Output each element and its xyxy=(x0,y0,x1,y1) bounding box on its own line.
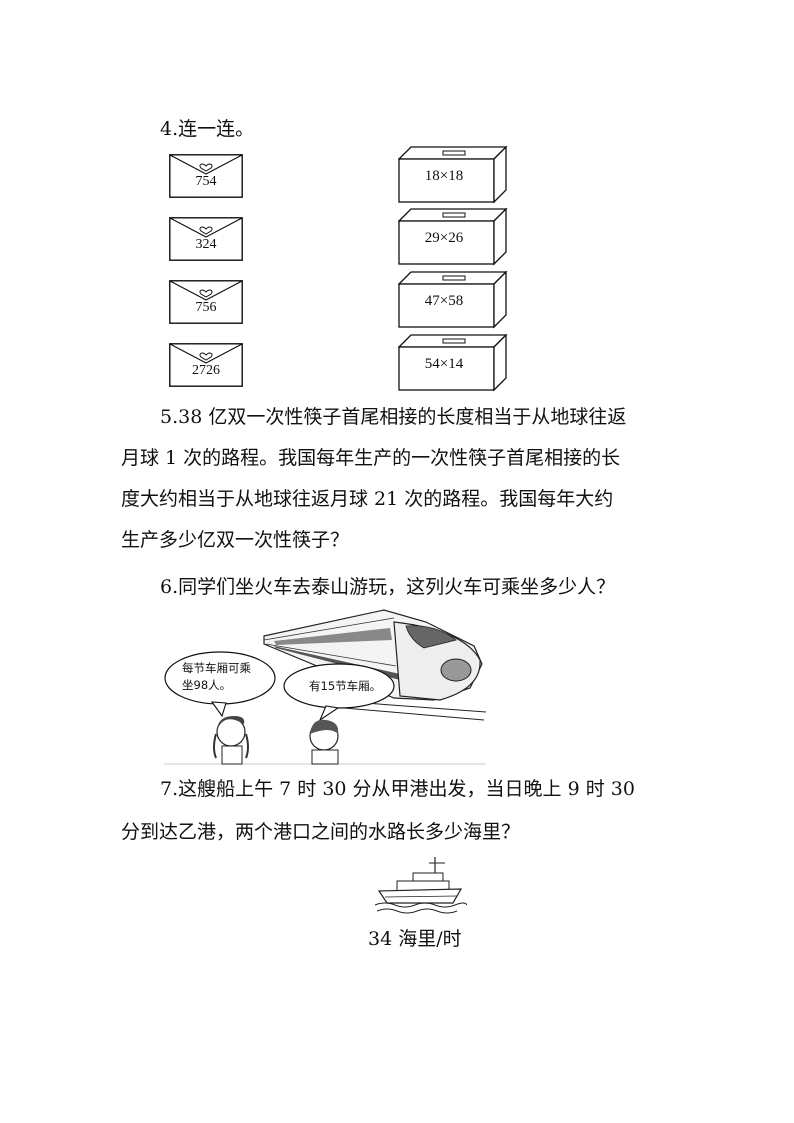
envelope-number: 756 xyxy=(195,300,217,315)
ship-speed: 34 海里/时 xyxy=(368,928,462,950)
envelope-2: 324 xyxy=(169,217,243,261)
box-4: 54×14 xyxy=(398,334,508,392)
q7-line-2: 分到达乙港，两个港口之间的水路长多少海里？ xyxy=(121,821,521,843)
ship-illustration xyxy=(373,855,468,915)
envelope-1: 754 xyxy=(169,154,243,198)
envelope-icon xyxy=(169,154,243,198)
boy-speech: 有15节车厢。 xyxy=(309,679,382,693)
envelope-number: 324 xyxy=(195,237,217,252)
box-2: 29×26 xyxy=(398,208,508,266)
envelope-number: 2726 xyxy=(192,363,220,378)
box-icon xyxy=(398,271,508,329)
envelope-4: 2726 xyxy=(169,343,243,387)
box-3: 47×58 xyxy=(398,271,508,329)
envelope-3: 756 xyxy=(169,280,243,324)
box-expression: 18×18 xyxy=(424,168,464,184)
girl-speech-line-1: 每节车厢可乘 xyxy=(182,661,251,675)
train-illustration-icon xyxy=(164,609,487,765)
box-1: 18×18 xyxy=(398,146,508,204)
ship-icon xyxy=(374,857,468,914)
envelope-number: 754 xyxy=(195,174,217,189)
q5-line-2: 月球 1 次的路程。我国每年生产的一次性筷子首尾相接的长 xyxy=(121,447,621,469)
box-expression: 47×58 xyxy=(424,293,464,309)
q5-line-1: 5.38 亿双一次性筷子首尾相接的长度相当于从地球往返 xyxy=(160,406,627,428)
q7-line-1: 7.这艘船上午 7 时 30 分从甲港出发，当日晚上 9 时 30 xyxy=(160,778,635,800)
q6-title: 6.同学们坐火车去泰山游玩，这列火车可乘坐多少人？ xyxy=(160,576,616,598)
envelope-icon xyxy=(169,343,243,387)
q5-line-3: 度大约相当于从地球往返月球 21 次的路程。我国每年大约 xyxy=(121,488,614,510)
box-icon xyxy=(398,334,508,392)
girl-speech-line-2: 坐98人。 xyxy=(182,678,232,692)
q5-line-4: 生产多少亿双一次性筷子？ xyxy=(121,529,350,551)
box-icon xyxy=(398,146,508,204)
box-expression: 54×14 xyxy=(424,356,464,372)
train-illustration: 每节车厢可乘 坐98人。 有15节车厢。 xyxy=(164,604,487,766)
envelope-icon xyxy=(169,280,243,324)
box-expression: 29×26 xyxy=(424,230,464,246)
envelope-icon xyxy=(169,217,243,261)
box-icon xyxy=(398,208,508,266)
q4-title: 4.连一连。 xyxy=(160,118,255,140)
